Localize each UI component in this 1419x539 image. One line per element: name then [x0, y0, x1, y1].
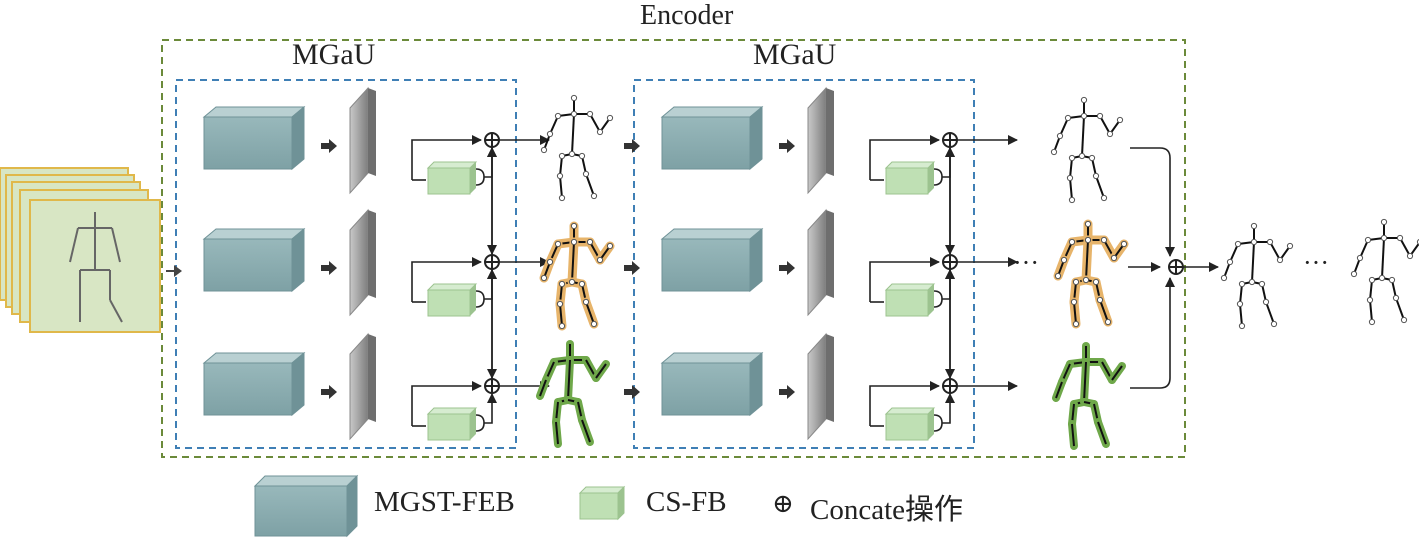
csfb-out: [933, 148, 950, 186]
mgau-box-1: [175, 79, 517, 449]
flow-arrow: [321, 261, 337, 275]
feature-plane: [349, 86, 376, 195]
feb-block: [202, 351, 306, 417]
pose-skeleton: [1220, 222, 1294, 330]
mgau-row: [202, 86, 550, 195]
legend-feb-swatch: [253, 474, 359, 538]
merge-line: [1130, 147, 1175, 257]
csfb-out: [933, 394, 950, 432]
mgau-row: [660, 208, 1018, 317]
mgau-title-2: MGaU: [753, 38, 837, 71]
csfb-out: [475, 394, 492, 432]
pose-skeleton: [1053, 219, 1129, 329]
pose-skeleton: [539, 221, 615, 331]
pose-skeleton: [540, 94, 614, 202]
pose-skeleton: [536, 340, 610, 448]
csfb-block: [884, 283, 936, 317]
feb-block: [660, 227, 764, 293]
mgau-module-2: [660, 86, 1018, 441]
flow-arrow: [321, 385, 337, 399]
feature-plane: [807, 332, 834, 441]
csfb-block: [426, 161, 478, 195]
feature-plane: [807, 208, 834, 317]
mgau-row: [202, 208, 550, 317]
flow-arrow: [321, 139, 337, 153]
concat-node: [1168, 259, 1184, 275]
branch-line: [411, 381, 482, 426]
mgau-box-2: [633, 79, 975, 449]
flow-arrow: [779, 139, 795, 153]
concat-node: [942, 132, 958, 148]
feature-plane: [807, 86, 834, 195]
csfb-block: [884, 407, 936, 441]
mgau-module-1: [202, 86, 550, 441]
encoder-title: Encoder: [640, 0, 734, 31]
branch-line: [411, 257, 482, 302]
branch-line: [869, 381, 940, 426]
pose-skeleton: [1350, 218, 1419, 326]
legend-csfb-label: CS-FB: [646, 486, 727, 518]
legend-concat-label: Concate操作: [810, 494, 964, 526]
feature-plane: [349, 332, 376, 441]
csfb-out: [475, 148, 492, 186]
feature-plane: [349, 208, 376, 317]
csfb-out: [475, 270, 492, 308]
branch-line: [411, 135, 482, 180]
csfb-block: [884, 161, 936, 195]
flow-arrow: [624, 139, 640, 153]
flow-arrow: [624, 261, 640, 275]
legend-csfb-swatch: [578, 485, 626, 521]
pose-skeleton: [1052, 342, 1126, 450]
ellipsis-mid: ···: [1013, 248, 1039, 277]
feb-block: [660, 351, 764, 417]
feb-block: [202, 105, 306, 171]
input-arrow: [166, 265, 182, 277]
csfb-block: [426, 283, 478, 317]
flow-arrow: [624, 385, 640, 399]
concat-icon: ⊕: [772, 489, 794, 518]
ellipsis-end: ···: [1303, 248, 1329, 277]
input-skeleton: [69, 212, 123, 323]
flow-arrow: [779, 261, 795, 275]
branch-line: [869, 135, 940, 180]
mgau-row: [202, 332, 550, 441]
mgau-title-1: MGaU: [292, 38, 376, 71]
branch-line: [869, 257, 940, 302]
csfb-out: [933, 270, 950, 308]
feb-block: [202, 227, 306, 293]
concat-node: [484, 254, 500, 270]
csfb-block: [426, 407, 478, 441]
concat-node: [942, 378, 958, 394]
legend-feb-label: MGST-FEB: [374, 486, 515, 518]
concat-node: [484, 132, 500, 148]
merge-line: [1130, 277, 1175, 389]
mgau-row: [660, 332, 1018, 441]
concat-node: [942, 254, 958, 270]
pose-skeleton: [1050, 96, 1124, 204]
concat-node: [484, 378, 500, 394]
feb-block: [660, 105, 764, 171]
input-frames: [0, 167, 161, 333]
mgau-row: [660, 86, 1018, 195]
flow-arrow: [779, 385, 795, 399]
